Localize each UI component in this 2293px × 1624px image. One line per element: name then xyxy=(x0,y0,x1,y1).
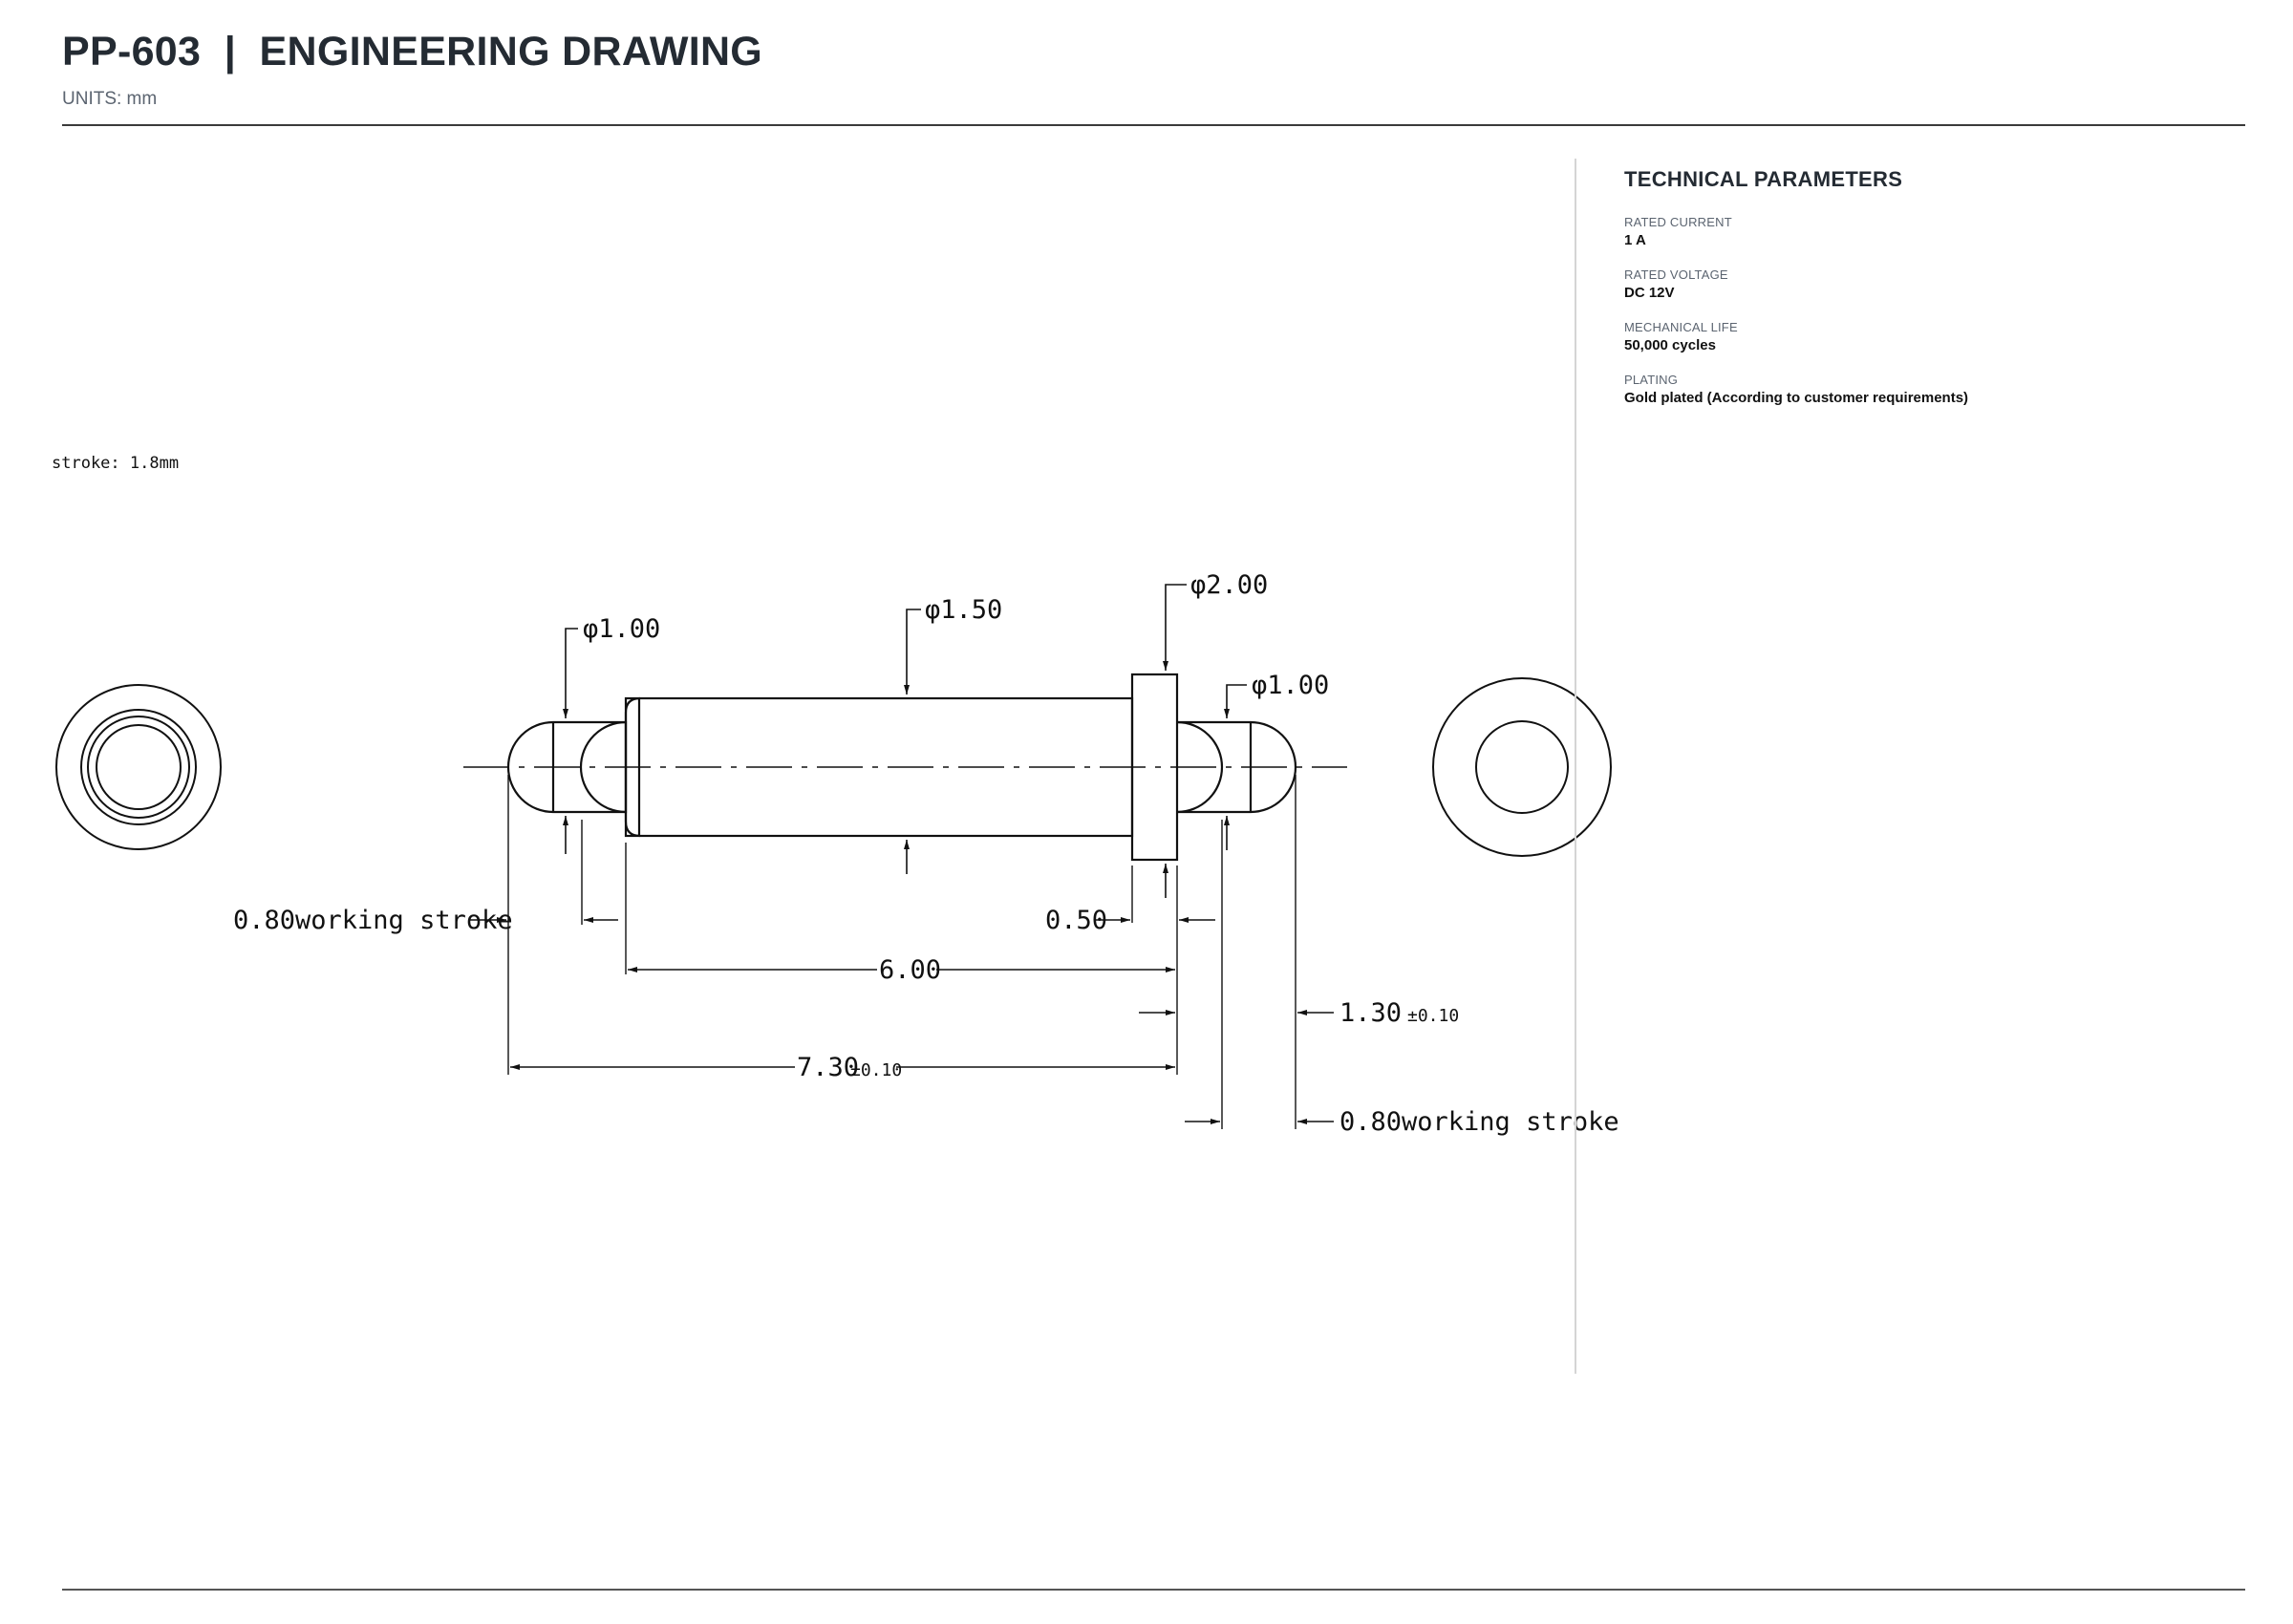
param-value: DC 12V xyxy=(1624,285,1675,301)
right-plunger xyxy=(1177,720,1297,814)
drawing-area: stroke: 1.8mm xyxy=(52,134,1619,1414)
left-end-view xyxy=(55,684,222,850)
param-rated-current: RATED CURRENT 1 A xyxy=(1624,215,2217,248)
page-title: PP-603 | ENGINEERING DRAWING xyxy=(62,29,763,75)
dim-left-stroke: 0.80working stroke xyxy=(233,906,513,935)
stroke-note: stroke: 1.8mm xyxy=(52,454,179,473)
dim-collar-width: 0.50 xyxy=(1045,906,1107,935)
parameters-heading: TECHNICAL PARAMETERS xyxy=(1624,167,1903,191)
dim-dia-collar: φ2.00 xyxy=(1190,570,1268,600)
param-rated-voltage: RATED VOLTAGE DC 12V xyxy=(1624,267,2217,301)
technical-parameters-panel: TECHNICAL PARAMETERS RATED CURRENT 1 A R… xyxy=(1624,167,2217,425)
left-plunger xyxy=(506,720,628,814)
header-divider xyxy=(62,124,2245,126)
dim-text-backing xyxy=(795,1051,896,1079)
engineering-drawing: stroke: 1.8mm xyxy=(52,454,1619,1137)
param-mechanical-life: MECHANICAL LIFE 50,000 cycles xyxy=(1624,320,2217,353)
dim-dia-body: φ1.50 xyxy=(925,595,1002,625)
dimension-lines xyxy=(470,917,1334,1124)
extension-lines xyxy=(507,775,1297,1129)
dim-total-length-tol: ±0.10 xyxy=(850,1060,902,1080)
units-label: UNITS: mm xyxy=(62,89,158,109)
right-end-view xyxy=(1432,677,1612,857)
dim-dia-right-tip: φ1.00 xyxy=(1252,671,1329,700)
param-plating: PLATING Gold plated (According to custom… xyxy=(1624,373,2217,406)
dim-dia-left-tip: φ1.00 xyxy=(583,614,660,644)
dim-right-stroke: 0.80working stroke xyxy=(1339,1107,1619,1137)
dim-barrel-length: 6.00 xyxy=(879,955,941,985)
param-value: 50,000 cycles xyxy=(1624,337,1716,353)
param-label: MECHANICAL LIFE xyxy=(1624,320,1738,334)
param-label: RATED VOLTAGE xyxy=(1624,267,1728,282)
dim-right-plunger: 1.30 xyxy=(1339,998,1402,1028)
param-value: 1 A xyxy=(1624,232,1646,248)
header: PP-603 | ENGINEERING DRAWING UNITS: mm xyxy=(62,29,2250,110)
dim-text-backing xyxy=(877,953,936,982)
diameter-leaders xyxy=(563,584,1247,898)
param-label: RATED CURRENT xyxy=(1624,215,1732,229)
dim-total-length: 7.30 xyxy=(797,1053,859,1082)
dim-right-plunger-tol: ±0.10 xyxy=(1407,1006,1459,1026)
panel-divider xyxy=(1575,159,1576,1374)
footer-divider xyxy=(62,1589,2245,1591)
param-label: PLATING xyxy=(1624,373,1679,387)
param-value: Gold plated (According to customer requi… xyxy=(1624,390,1969,406)
